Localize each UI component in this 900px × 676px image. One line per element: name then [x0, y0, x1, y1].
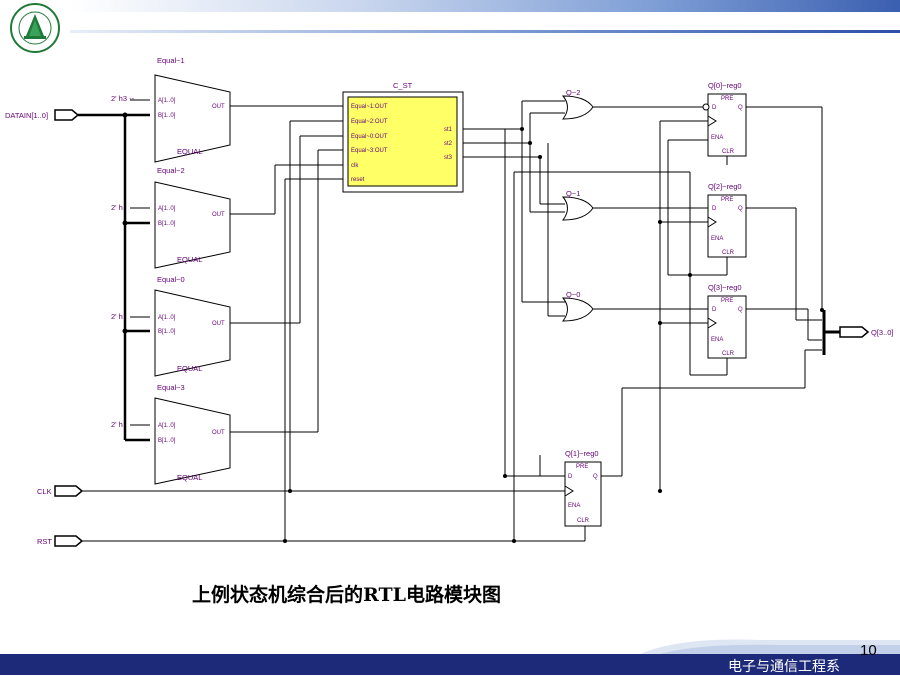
reg-ena-label: ENA	[711, 236, 723, 242]
sm-port-in: reset	[351, 177, 365, 183]
register-title: Q[2]~reg0	[708, 182, 742, 191]
reg-pre-label: PRE	[576, 464, 588, 470]
reg-ena-label: ENA	[568, 503, 580, 509]
reg-q-label: Q	[593, 474, 598, 480]
reg-clr-label: CLR	[722, 149, 735, 155]
comparator-title: Equal~0	[157, 275, 185, 284]
reg-d-label: D	[712, 307, 717, 313]
port-b-label: B[1..0]	[158, 113, 176, 119]
comparator-const: 2' h3 --	[111, 94, 135, 103]
comparator-title: Equal~3	[157, 383, 185, 392]
port-out-label: OUT	[212, 212, 225, 218]
sm-port-in: Equal~3:OUT	[351, 148, 388, 154]
reg-pre-label: PRE	[721, 197, 733, 203]
reg-ena-label: ENA	[711, 135, 723, 141]
sm-port-out: st1	[444, 127, 453, 133]
reg-pre-label: PRE	[721, 96, 733, 102]
page-number: 10	[860, 642, 877, 659]
port-out-label: OUT	[212, 321, 225, 327]
register-title: Q[1]~reg0	[565, 449, 599, 458]
port-out-label: OUT	[212, 104, 225, 110]
comparator-type: EQUAL	[177, 147, 202, 156]
sm-port-in: clk	[351, 163, 359, 169]
comparator-type: EQUAL	[177, 364, 202, 373]
or-gate-label: Q~2	[566, 88, 580, 97]
reg-clr-label: CLR	[722, 351, 735, 357]
diagram-caption: 上例状态机综合后的RTL电路模块图	[192, 584, 501, 606]
datain-label: DATAIN[1..0]	[5, 111, 48, 120]
or-gate-label: Q~1	[566, 189, 580, 198]
port-a-label: A[1..0]	[158, 206, 176, 212]
reg-d-label: D	[712, 105, 717, 111]
sm-port-in: Equal~2:OUT	[351, 119, 388, 125]
port-a-label: A[1..0]	[158, 315, 176, 321]
datain-port-icon	[54, 109, 80, 121]
header-gradient-band	[70, 0, 900, 12]
comparator-title: Equal~2	[157, 166, 185, 175]
comparator-title: Equal~1	[157, 56, 185, 65]
rtl-circuit-diagram: DATAIN[1..0] CLK RST Q[3..0] Equal~1 Equ…	[5, 56, 894, 547]
sm-port-out: st2	[444, 141, 453, 147]
reg-d-label: D	[568, 474, 573, 480]
register-title: Q[3]~reg0	[708, 283, 742, 292]
comparator-type: EQUAL	[177, 255, 202, 264]
register-title: Q[0]~reg0	[708, 81, 742, 90]
department-name: 电子与通信工程系	[728, 659, 840, 675]
or-gate-label: Q~0	[566, 290, 580, 299]
reg-ena-label: ENA	[711, 337, 723, 343]
footer-swoosh	[640, 639, 900, 654]
reg-q-label: Q	[738, 307, 743, 313]
header-divider-line	[70, 30, 900, 33]
reg-pre-label: PRE	[721, 298, 733, 304]
comparator-type: EQUAL	[177, 473, 202, 482]
reg-clr-label: CLR	[577, 518, 590, 524]
rst-label: RST	[37, 537, 52, 546]
university-logo-icon	[10, 3, 60, 53]
sm-port-in: Equal~0:OUT	[351, 134, 388, 140]
sm-port-out: st3	[444, 155, 453, 161]
state-machine-title: C_ST	[393, 81, 413, 90]
comparator-const: 2' h	[111, 312, 123, 321]
port-out-label: OUT	[212, 430, 225, 436]
footer-bar	[0, 654, 900, 675]
port-b-label: B[1..0]	[158, 329, 176, 335]
comparator-const: 2' h	[111, 203, 123, 212]
port-a-label: A[1..0]	[158, 98, 176, 104]
reg-d-label: D	[712, 206, 717, 212]
port-a-label: A[1..0]	[158, 423, 176, 429]
clk-label: CLK	[37, 487, 52, 496]
sm-port-in: Equal~1:OUT	[351, 104, 388, 110]
port-b-label: B[1..0]	[158, 438, 176, 444]
port-b-label: B[1..0]	[158, 221, 176, 227]
comparator-const: 2' h	[111, 420, 123, 429]
reg-clr-label: CLR	[722, 250, 735, 256]
output-label: Q[3..0]	[871, 328, 894, 337]
rst-port-icon	[54, 535, 84, 547]
reg-q-label: Q	[738, 206, 743, 212]
reg-q-label: Q	[738, 105, 743, 111]
output-port-icon	[839, 326, 870, 338]
clk-port-icon	[54, 485, 84, 497]
